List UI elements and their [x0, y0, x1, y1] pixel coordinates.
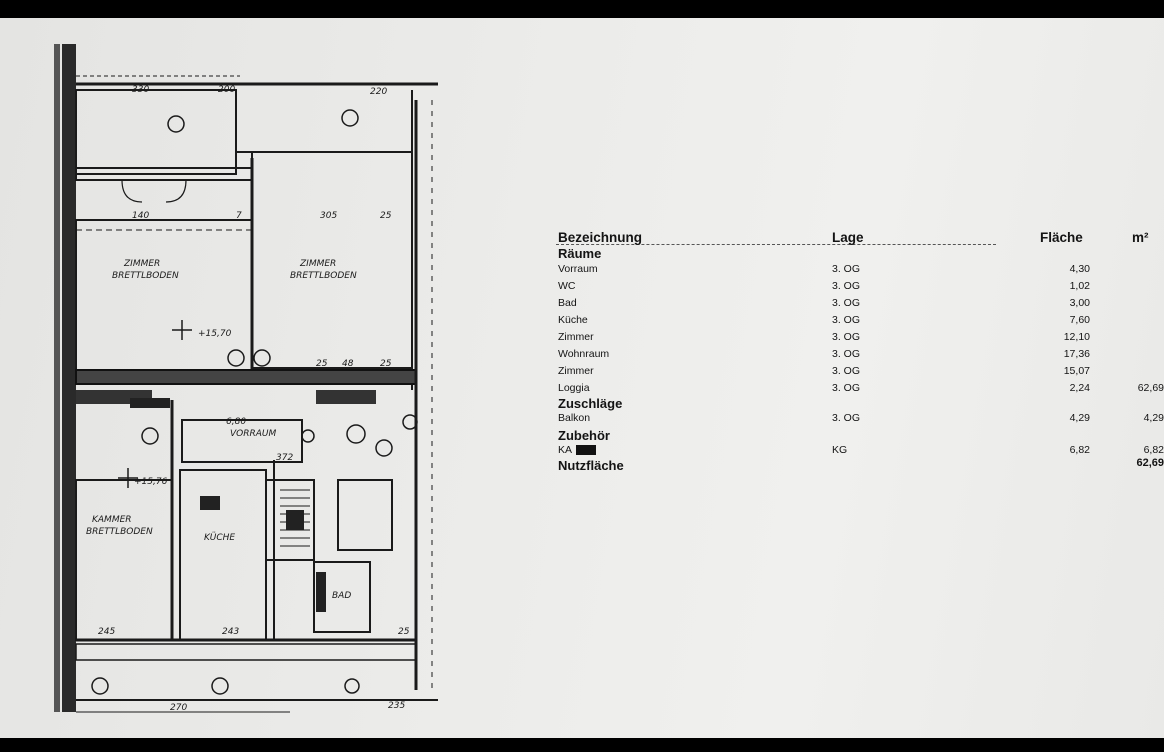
room-label: ZIMMER: [299, 259, 336, 269]
row-flaeche: 7,60: [1069, 314, 1090, 326]
row-lage: 3. OG: [832, 331, 861, 343]
dim-text: 25: [380, 211, 392, 221]
row-lage: 3. OG: [832, 382, 861, 394]
col-header-bezeichnung: Bezeichnung: [558, 230, 643, 245]
row-m2: 4,29: [1143, 412, 1164, 424]
dim-text: 200: [218, 85, 235, 95]
area-table: Bezeichnung Lage Fläche m² Räume Vorraum…: [556, 230, 1164, 500]
level-label: 6,80: [226, 417, 246, 427]
row-lage: 3. OG: [832, 263, 861, 275]
row-name: Wohnraum: [558, 348, 610, 360]
dim-text: 220: [370, 87, 387, 97]
room-label: VORRAUM: [230, 429, 276, 439]
row-flaeche: 15,07: [1063, 365, 1090, 377]
row-name: KA: [558, 444, 573, 456]
level-label: +15,76: [134, 477, 168, 487]
dim-text: 372: [276, 453, 293, 463]
row-flaeche: 12,10: [1063, 331, 1090, 343]
col-header-m2: m²: [1132, 230, 1149, 245]
row-name: Zimmer: [558, 365, 594, 377]
row-lage: KG: [832, 444, 848, 456]
row-name: Loggia: [558, 382, 590, 394]
room-label: BAD: [332, 591, 351, 601]
row-name: Zimmer: [558, 331, 594, 343]
row-m2: 6,82: [1143, 444, 1164, 456]
dim-text: 235: [388, 701, 405, 711]
section-zubehoer: Zubehör: [558, 428, 610, 443]
row-lage: 3. OG: [832, 412, 861, 424]
document-paper: 330 200 220 140 305 25 7 25 48 25 245 24…: [0, 18, 1164, 738]
row-name: WC: [558, 280, 576, 292]
dim-text: 140: [132, 211, 149, 221]
room-label: BRETTLBODEN: [112, 271, 179, 281]
row-m2: 62,69: [1137, 382, 1164, 394]
row-lage: 3. OG: [832, 365, 861, 377]
room-label: BRETTLBODEN: [86, 527, 153, 537]
row-lage: 3. OG: [832, 348, 861, 360]
col-header-lage: Lage: [832, 230, 864, 245]
room-label: KAMMER: [92, 515, 132, 525]
row-flaeche: 3,00: [1069, 297, 1090, 309]
dim-text: 25: [380, 359, 392, 369]
room-label: BRETTLBODEN: [290, 271, 357, 281]
room-label: KÜCHE: [204, 532, 235, 543]
dim-text: 7: [236, 211, 242, 221]
header-rule: [556, 244, 996, 245]
dim-text: 305: [320, 211, 337, 221]
dim-text: 243: [222, 627, 239, 637]
dim-text: 48: [342, 359, 354, 369]
dim-text: 245: [98, 627, 115, 637]
redaction-mark: [576, 445, 596, 455]
row-flaeche: 2,24: [1069, 382, 1090, 394]
row-lage: 3. OG: [832, 297, 861, 309]
level-label: +15,70: [198, 329, 232, 339]
floor-plan-drawing: 330 200 220 140 305 25 7 25 48 25 245 24…: [54, 44, 438, 713]
row-lage: 3. OG: [832, 280, 861, 292]
row-flaeche: 6,82: [1069, 444, 1090, 456]
row-name: Küche: [558, 314, 588, 326]
dim-text: 330: [132, 85, 149, 95]
dim-text: 25: [398, 627, 410, 637]
section-nutzflaeche: Nutzfläche: [558, 458, 624, 473]
row-name: Vorraum: [558, 263, 598, 275]
dim-text: 25: [316, 359, 328, 369]
row-name: Bad: [558, 297, 577, 309]
col-header-flaeche: Fläche: [1040, 230, 1083, 245]
nutzflaeche-total: 62,69: [1136, 457, 1164, 469]
row-flaeche: 4,29: [1069, 412, 1090, 424]
row-flaeche: 1,02: [1069, 280, 1090, 292]
room-label: ZIMMER: [123, 259, 160, 269]
row-flaeche: 17,36: [1063, 348, 1090, 360]
section-raeume: Räume: [558, 246, 602, 261]
dim-text: 270: [170, 703, 187, 713]
row-name: Balkon: [558, 412, 591, 424]
section-zuschlaege: Zuschläge: [558, 396, 623, 411]
row-lage: 3. OG: [832, 314, 861, 326]
row-flaeche: 4,30: [1069, 263, 1090, 275]
